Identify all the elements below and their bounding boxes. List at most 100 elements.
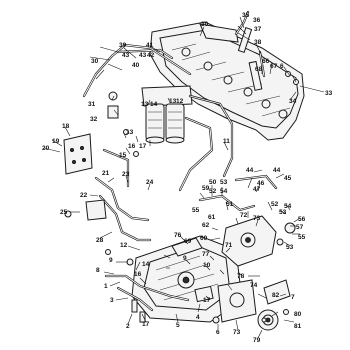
leak-off-pipe [82, 44, 126, 119]
callout-25: 25 [60, 209, 68, 216]
leader-lines [43, 16, 325, 339]
callout-22: 22 [80, 192, 88, 199]
callout-39: 39 [119, 42, 127, 49]
callout-30: 30 [201, 21, 209, 28]
callout-43: 43 [139, 52, 147, 59]
governor-linkage [198, 174, 296, 267]
callout-53: 53 [220, 179, 228, 186]
callout-44: 44 [273, 167, 281, 174]
callout-67: 67 [270, 63, 278, 70]
callout-54: 54 [220, 188, 228, 195]
callout-23: 23 [122, 171, 130, 178]
rocker-cover [149, 21, 305, 141]
callout-24: 24 [146, 179, 154, 186]
callout-33: 33 [325, 90, 333, 97]
callout-80: 80 [294, 311, 302, 318]
callout-79: 79 [253, 337, 261, 344]
callout-60: 60 [200, 235, 208, 242]
callout-74: 74 [250, 282, 258, 289]
callout-13: 13 [126, 129, 134, 136]
return-line [178, 94, 234, 192]
callout-1: 1 [104, 283, 108, 290]
callout-labels: 30 35 36 37 38 39 41 43 42 40 30 31 32 6… [42, 12, 333, 344]
callout-69: 69 [184, 238, 192, 245]
callout-73: 73 [253, 215, 261, 222]
callout-72: 72 [240, 212, 248, 219]
callout-52: 52 [271, 201, 279, 208]
callout-12: 12 [176, 98, 184, 105]
callout-13: 13 [141, 101, 149, 108]
callout-16: 16 [128, 143, 136, 150]
callout-4: 4 [196, 314, 200, 321]
callout-32: 32 [90, 116, 98, 123]
callout-2: 2 [126, 323, 130, 330]
callout-12: 12 [120, 242, 128, 249]
callout-38: 38 [254, 39, 262, 46]
injector [237, 27, 263, 91]
injector-pipes [116, 10, 266, 78]
callout-57: 57 [296, 224, 304, 231]
callout-35: 35 [242, 12, 250, 19]
callout-42: 42 [147, 52, 155, 59]
callout-37: 37 [254, 26, 262, 33]
callout-46: 46 [257, 180, 265, 187]
callout-34: 34 [289, 98, 297, 105]
callout-61: 61 [208, 214, 216, 221]
callout-55: 55 [192, 207, 200, 214]
callout-16: 16 [134, 271, 142, 278]
callout-56: 56 [298, 216, 306, 223]
callout-62: 62 [202, 222, 210, 229]
bracket [63, 133, 93, 175]
callout-53: 53 [279, 209, 287, 216]
callout-59: 59 [202, 185, 210, 192]
lift-pump-pipes [85, 148, 152, 242]
callout-50: 50 [209, 179, 217, 186]
callout-15: 15 [119, 152, 127, 159]
callout-19: 19 [52, 138, 60, 145]
callout-82: 82 [272, 292, 280, 299]
callout-78: 78 [237, 273, 245, 280]
fuel-filter-assembly [141, 85, 193, 144]
callout-6: 6 [280, 63, 284, 70]
bottom-small-parts [104, 258, 220, 324]
callout-36: 36 [253, 17, 261, 24]
drive-gear [217, 279, 291, 331]
callout-7: 7 [291, 294, 295, 301]
callout-14: 14 [142, 261, 150, 268]
callout-45: 45 [284, 175, 292, 182]
callout-30: 30 [91, 58, 99, 65]
callout-10: 10 [203, 262, 211, 269]
callout-51: 51 [226, 201, 234, 208]
callout-13: 13 [169, 98, 177, 105]
callout-73: 73 [233, 329, 241, 336]
callout-9: 9 [183, 255, 187, 262]
callout-6: 6 [216, 329, 220, 336]
callout-18: 18 [62, 123, 70, 130]
callout-31: 31 [88, 101, 96, 108]
callout-9: 9 [109, 257, 113, 264]
callout-44: 44 [246, 167, 254, 174]
callout-54: 54 [284, 203, 292, 210]
callout-40: 40 [132, 62, 140, 69]
callout-11: 11 [223, 138, 230, 145]
callout-21: 21 [102, 170, 110, 177]
callout-20: 20 [42, 145, 50, 152]
callout-3: 3 [110, 297, 114, 304]
callout-43: 43 [122, 52, 130, 59]
fasteners [64, 71, 299, 323]
callout-17: 17 [203, 297, 211, 304]
callout-17: 17 [142, 321, 150, 328]
callout-81: 81 [294, 323, 302, 330]
callout-52: 52 [209, 188, 217, 195]
callout-14: 14 [150, 101, 158, 108]
callout-53: 53 [286, 244, 294, 251]
callout-68: 68 [255, 66, 263, 73]
callout-28: 28 [96, 237, 104, 244]
callout-55: 55 [298, 234, 306, 241]
callout-8: 8 [96, 267, 100, 274]
callout-66: 66 [262, 58, 270, 65]
callout-76: 76 [174, 232, 182, 239]
callout-41: 41 [146, 42, 154, 49]
